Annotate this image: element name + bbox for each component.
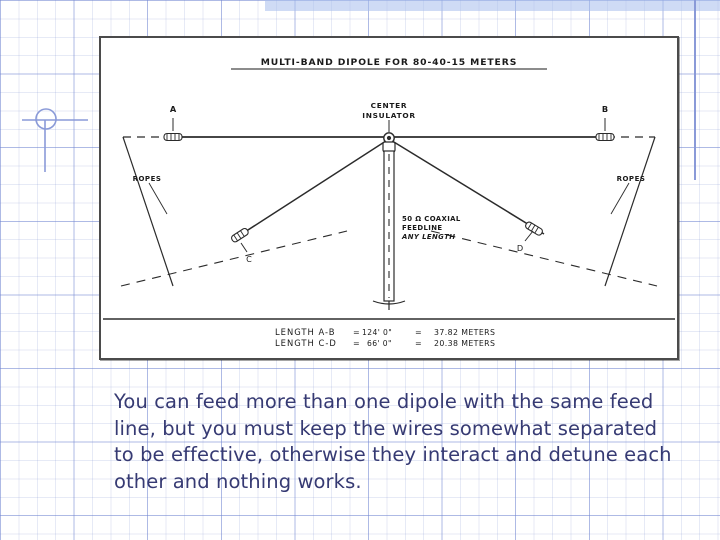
ground-dash-right xyxy=(430,230,658,287)
diagram-title: MULTI-BAND DIPOLE FOR 80-40-15 METERS xyxy=(261,57,517,68)
rope-line-left xyxy=(122,136,174,287)
dimensions-row-cd: LENGTH C-D = 66' 0" = 20.38 METERS xyxy=(275,338,495,348)
dim-cd-label: LENGTH C-D xyxy=(275,338,337,348)
dim-ab-imperial: 124' 0" xyxy=(362,328,392,337)
label-feedline-line1: 50 Ω COAXIAL xyxy=(402,215,461,223)
dipole-wire-d-leg xyxy=(388,138,545,235)
leader-ropes-right xyxy=(610,182,630,215)
slide-body-text: You can feed more than one dipole with t… xyxy=(114,389,674,495)
center-insulator-label-line1: CENTER xyxy=(371,101,408,110)
coaxial-feedline xyxy=(372,150,406,310)
dim-cd-metric: 20.38 METERS xyxy=(434,339,495,348)
dimensions-row-ab: LENGTH A-B = 124' 0" = 37.82 METERS xyxy=(275,327,495,337)
dim-ab-label: LENGTH A-B xyxy=(275,327,336,337)
dim-ab-eq1: = xyxy=(353,328,360,337)
insulator-d xyxy=(525,221,543,236)
right-accent-rule xyxy=(694,0,696,180)
dim-cd-eq1: = xyxy=(353,339,360,348)
dim-cd-eq2: = xyxy=(415,339,422,348)
center-insulator-body xyxy=(382,132,396,153)
label-feedline-line2: FEEDLINE xyxy=(402,224,442,232)
antenna-diagram: MULTI-BAND DIPOLE FOR 80-40-15 METERS xyxy=(103,57,675,348)
label-feedline-line3: ANY LENGTH xyxy=(401,233,455,241)
ground-dash-left xyxy=(120,230,348,287)
top-accent-band xyxy=(265,0,720,11)
label-point-a: A xyxy=(170,104,177,114)
insulator-c xyxy=(231,227,249,243)
dim-cd-imperial: 66' 0" xyxy=(367,339,392,348)
body-paragraph: You can feed more than one dipole with t… xyxy=(114,390,672,493)
label-point-b: B xyxy=(602,104,608,114)
insulator-a xyxy=(163,132,183,142)
label-point-d: D xyxy=(517,243,523,253)
circle-crosshair-decoration xyxy=(22,108,88,172)
dim-ab-eq2: = xyxy=(415,328,422,337)
leader-d xyxy=(524,230,534,242)
rope-line-right xyxy=(604,136,656,287)
antenna-diagram-card: MULTI-BAND DIPOLE FOR 80-40-15 METERS xyxy=(99,36,679,360)
insulator-b xyxy=(595,132,615,142)
leader-c xyxy=(240,242,248,253)
label-ropes-left: ROPES xyxy=(133,175,162,183)
leader-ropes-left xyxy=(148,182,168,215)
dipole-wire-c-leg xyxy=(233,138,390,240)
label-ropes-right: ROPES xyxy=(617,175,646,183)
center-insulator-label-line2: INSULATOR xyxy=(362,111,415,120)
label-point-c: C xyxy=(246,254,252,264)
dim-ab-metric: 37.82 METERS xyxy=(434,328,495,337)
